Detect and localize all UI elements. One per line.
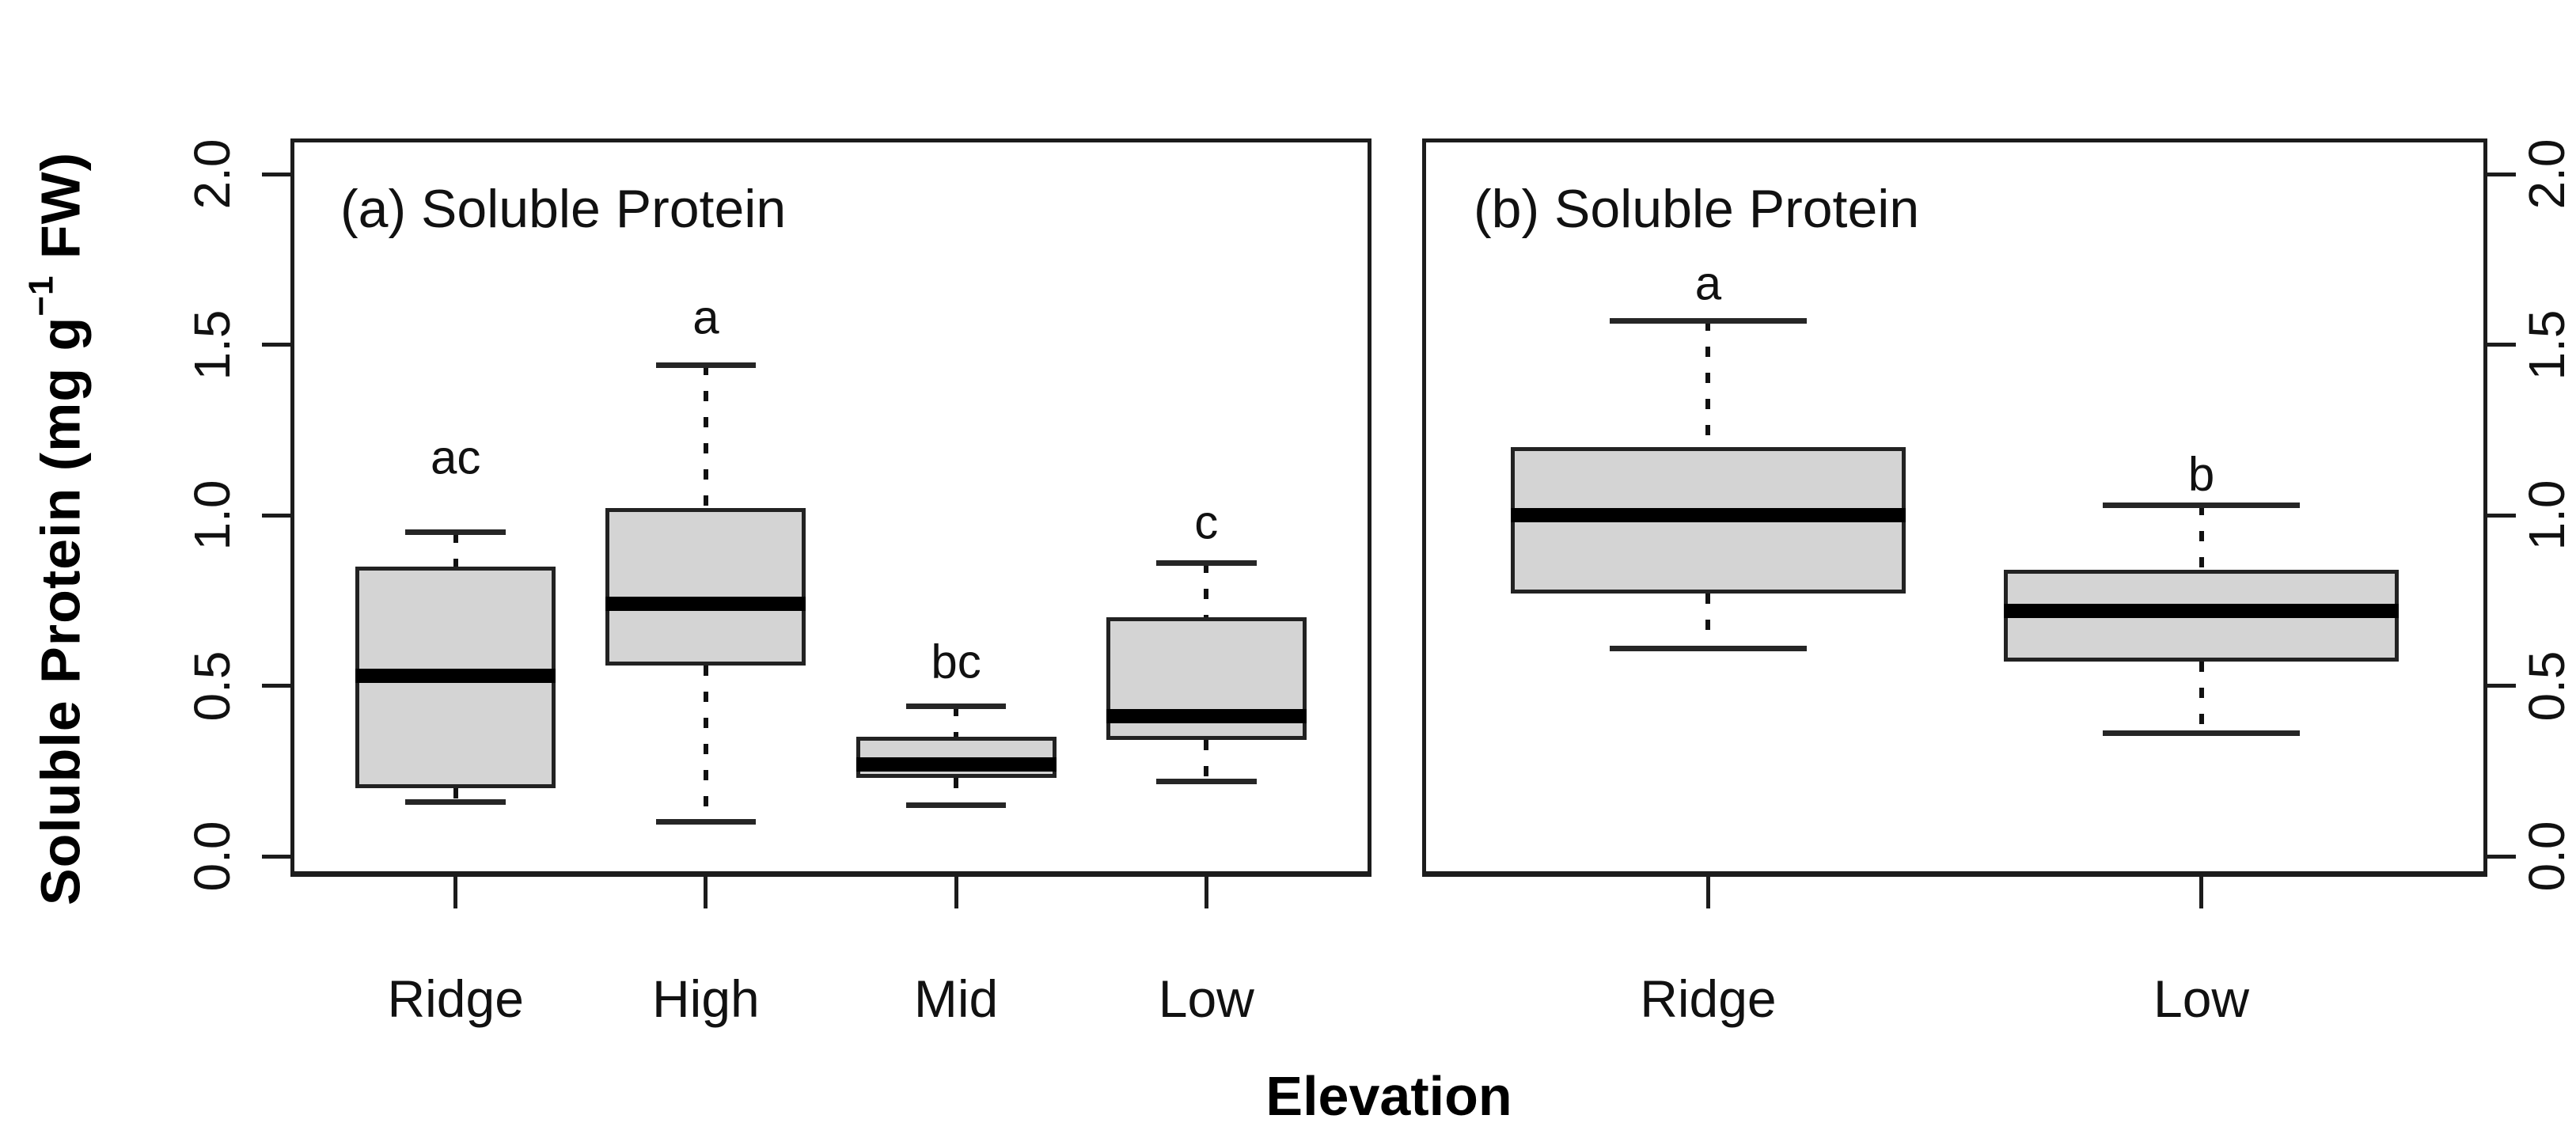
y-tick-label-right: 0.0	[2518, 821, 2575, 892]
significance-letter: a	[692, 290, 719, 344]
whisker-cap-upper	[405, 529, 506, 536]
x-tick	[1705, 877, 1710, 908]
whisker-stem-upper	[453, 532, 458, 567]
y-tick-label-right: 1.0	[2518, 480, 2575, 551]
median-line	[355, 668, 556, 683]
x-tick-label: Low	[1158, 969, 1254, 1028]
y-tick-label-left: 1.5	[184, 309, 241, 380]
whisker-cap-lower	[405, 798, 506, 805]
y-tick-left	[262, 343, 290, 347]
y-axis-label-prefix: Soluble Protein (mg g	[29, 316, 92, 906]
whisker-stem-upper	[954, 706, 959, 738]
y-axis-label-superscript: −1	[21, 275, 61, 317]
significance-letter: ac	[431, 430, 481, 484]
y-tick-right	[2487, 513, 2516, 518]
whisker-stem-lower	[954, 777, 959, 806]
y-tick-left	[262, 684, 290, 688]
x-tick-label: Low	[2153, 969, 2250, 1028]
y-tick-left	[262, 513, 290, 518]
significance-letter: bc	[931, 635, 981, 688]
y-tick-label-right: 1.5	[2518, 309, 2575, 380]
median-line	[1511, 508, 1906, 522]
y-tick-label-right: 0.5	[2518, 650, 2575, 721]
whisker-stem-upper	[1705, 320, 1711, 447]
x-tick	[1204, 877, 1208, 908]
panel-b-title: (b) Soluble Protein	[1474, 179, 1920, 239]
y-tick-label-left: 0.0	[184, 821, 241, 892]
y-tick-right	[2487, 172, 2516, 176]
y-tick-label-left: 0.5	[184, 650, 241, 721]
y-axis-label: Soluble Protein (mg g−1 FW)	[22, 152, 93, 905]
significance-letter: b	[2187, 447, 2215, 501]
median-line	[605, 597, 806, 612]
whisker-stem-lower	[1204, 740, 1209, 782]
whisker-cap-upper	[905, 703, 1007, 709]
y-tick-label-left: 2.0	[184, 138, 241, 210]
x-tick	[954, 877, 958, 908]
whisker-stem-upper	[703, 365, 708, 509]
whisker-stem-lower	[453, 787, 458, 802]
whisker-stem-lower	[1705, 594, 1711, 649]
whisker-stem-lower	[703, 665, 708, 822]
whisker-stem-upper	[1204, 563, 1209, 618]
significance-letter: a	[1694, 256, 1722, 310]
y-axis-label-suffix: FW)	[29, 151, 92, 275]
median-line	[2004, 603, 2399, 618]
y-tick-left	[262, 854, 290, 859]
y-tick-left	[262, 172, 290, 176]
whisker-cap-lower	[1609, 645, 1808, 651]
y-tick-right	[2487, 684, 2516, 688]
x-tick-label: Mid	[913, 969, 999, 1028]
panel-a-title: (a) Soluble Protein	[340, 179, 787, 239]
y-tick-right	[2487, 343, 2516, 347]
x-tick-label: Ridge	[387, 969, 524, 1028]
x-tick-label: High	[652, 969, 760, 1028]
whisker-cap-upper	[2102, 502, 2301, 508]
box-iqr	[605, 508, 806, 666]
x-axis-label: Elevation	[1265, 1065, 1512, 1127]
whisker-stem-upper	[2199, 505, 2204, 570]
y-tick-label-left: 1.0	[184, 480, 241, 551]
x-tick	[704, 877, 708, 908]
whisker-cap-lower	[2102, 730, 2301, 737]
whisker-cap-upper	[1156, 559, 1257, 566]
significance-letter: c	[1194, 495, 1219, 549]
x-tick	[2199, 877, 2204, 908]
y-tick-label-right: 2.0	[2518, 138, 2575, 210]
whisker-cap-upper	[655, 362, 757, 368]
whisker-cap-lower	[905, 802, 1007, 808]
median-line	[1106, 709, 1307, 724]
x-tick	[453, 877, 458, 908]
y-tick-right	[2487, 854, 2516, 859]
whisker-cap-lower	[1156, 778, 1257, 784]
whisker-cap-lower	[655, 819, 757, 825]
whisker-stem-lower	[2199, 662, 2204, 734]
whisker-cap-upper	[1609, 317, 1808, 324]
median-line	[856, 757, 1057, 772]
x-tick-label: Ridge	[1640, 969, 1777, 1028]
